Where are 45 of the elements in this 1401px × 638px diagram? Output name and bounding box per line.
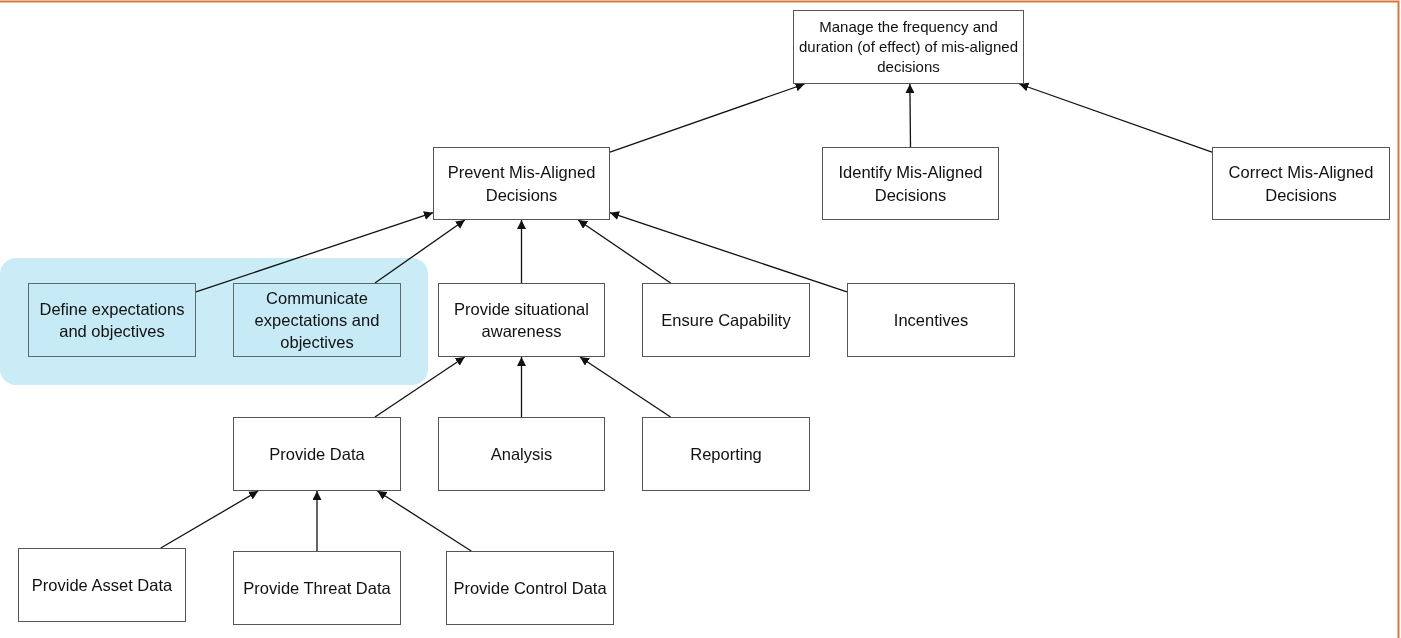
arrow <box>609 211 848 293</box>
arrow <box>905 83 915 148</box>
box-label: Manage the frequency and duration (of effect) of mis-aligned decisions <box>798 16 1019 78</box>
box-label: Define expectations and objectives <box>38 298 186 342</box>
box-label: Communicate expectations and objectives <box>253 287 381 354</box>
process-box <box>233 551 401 625</box>
box-label: Provide situational awareness <box>453 298 590 342</box>
arrow <box>376 490 472 552</box>
box-label: Incentives <box>892 309 970 331</box>
box-label: Correct Mis-Aligned Decisions <box>1227 162 1375 206</box>
highlighted-box <box>233 283 401 357</box>
arrow <box>312 490 322 552</box>
arrow <box>374 356 466 418</box>
arrow <box>577 219 672 284</box>
process-box <box>233 417 401 491</box>
process-box <box>642 283 810 357</box>
box-label: Identify Mis-Aligned Decisions <box>837 162 984 206</box>
box-label: Reporting <box>689 443 763 465</box>
arrow <box>579 356 672 418</box>
process-box <box>438 417 605 491</box>
arrow <box>374 219 466 284</box>
highlight-band <box>0 258 428 385</box>
arrow <box>517 356 526 418</box>
arrow <box>160 490 259 549</box>
process-box <box>847 283 1015 357</box>
arrow <box>1018 82 1213 153</box>
process-box <box>822 147 999 220</box>
process-box <box>18 548 186 622</box>
arrow <box>517 219 526 284</box>
box-label: Provide Asset Data <box>30 574 174 596</box>
box-label: Prevent Mis-Aligned Decisions <box>446 162 597 206</box>
process-box <box>438 283 605 357</box>
process-box <box>1212 147 1390 220</box>
box-label: Ensure Capability <box>660 309 792 331</box>
process-box <box>446 551 614 625</box>
arrow <box>195 211 434 293</box>
process-box <box>793 10 1024 84</box>
arrow <box>609 82 806 153</box>
box-label: Provide Threat Data <box>242 577 392 599</box>
box-label: Provide Control Data <box>452 577 608 599</box>
highlighted-box <box>28 283 196 357</box>
box-label: Analysis <box>489 443 554 465</box>
box-label: Provide Data <box>268 443 366 465</box>
process-box <box>433 147 610 220</box>
process-box <box>642 417 810 491</box>
